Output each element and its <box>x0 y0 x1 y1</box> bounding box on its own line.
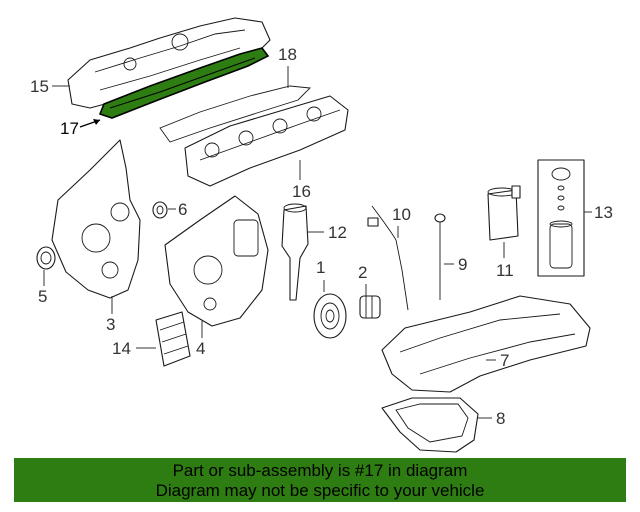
callout-13: 13 <box>594 203 613 222</box>
part-4-front-cover <box>164 195 269 327</box>
callout-14: 14 <box>112 339 131 358</box>
callout-10: 10 <box>392 205 411 224</box>
part-10-dipstick-tube <box>367 205 409 311</box>
callout-11: 11 <box>496 261 514 280</box>
callout-1: 1 <box>316 258 325 277</box>
callout-7: 7 <box>500 351 509 370</box>
part-12-oil-filter-housing <box>281 203 309 301</box>
callout-15: 15 <box>30 77 49 96</box>
callout-4: 4 <box>196 339 205 358</box>
callout-16: 16 <box>292 182 311 201</box>
part-15-engine-cover <box>67 17 271 109</box>
part-14-oil-cooler <box>155 311 191 367</box>
callout-5: 5 <box>38 287 47 306</box>
part-6-seal <box>152 201 168 219</box>
part-2-bushing <box>359 295 381 319</box>
callout-17: 17 <box>60 119 79 138</box>
info-banner: Part or sub-assembly is #17 in diagram D… <box>14 458 626 502</box>
part-17-gasket <box>98 47 270 119</box>
part-18-valve-cover-gasket <box>159 85 311 143</box>
callout-12: 12 <box>328 223 347 242</box>
part-3-timing-cover <box>51 139 141 299</box>
callout-8: 8 <box>496 409 505 428</box>
banner-line-1: Part or sub-assembly is #17 in diagram <box>172 461 468 480</box>
callout-18: 18 <box>278 45 297 64</box>
part-1-pulley <box>313 293 347 339</box>
callout-3: 3 <box>106 315 115 334</box>
part-16-cylinder-head <box>184 95 349 187</box>
part-11-filter-housing <box>487 185 521 241</box>
part-8-oil-pan-lower <box>381 397 479 453</box>
callout-9: 9 <box>458 255 467 274</box>
callout-2: 2 <box>358 263 367 282</box>
callout-6: 6 <box>178 200 187 219</box>
engine-parts-diagram: 15 17 18 16 3 5 6 <box>30 17 613 453</box>
part-7-oil-pan-upper <box>381 295 591 393</box>
part-13-filter-kit <box>537 159 585 277</box>
part-9-dipstick <box>434 213 446 300</box>
part-5-seal <box>36 246 56 270</box>
banner-line-2: Diagram may not be specific to your vehi… <box>155 481 485 500</box>
